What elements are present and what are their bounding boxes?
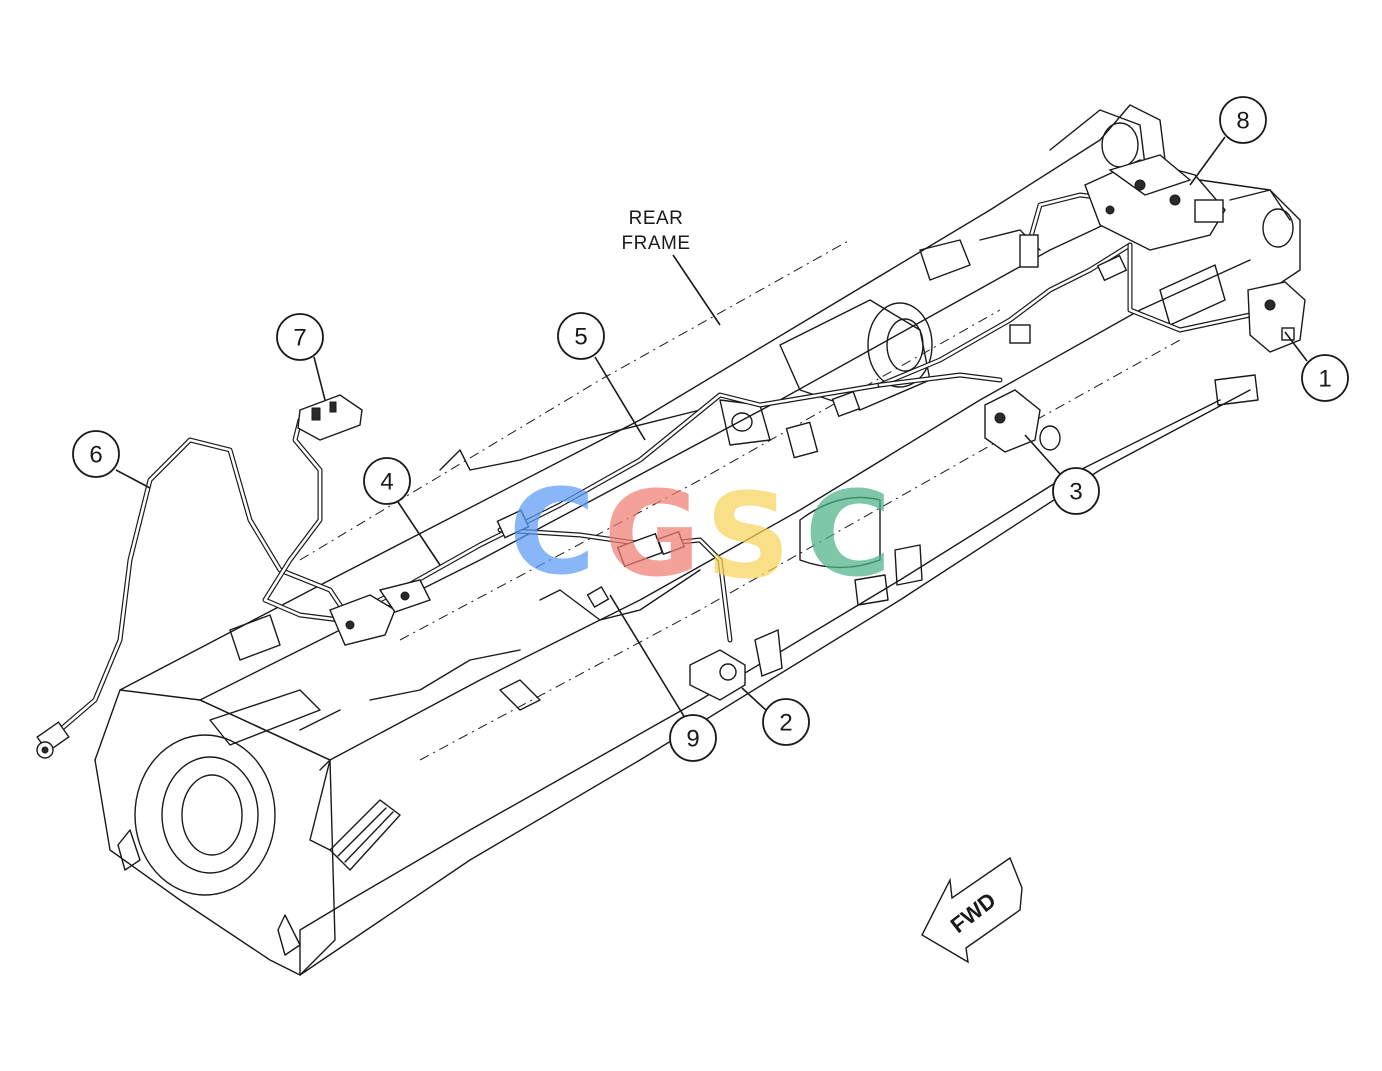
connector-6-end [36,721,70,759]
callout-8-label: 8 [1236,108,1249,135]
component-9 [586,585,610,609]
component-2 [689,628,783,701]
callout-4-label: 4 [380,469,393,496]
callout-7-label: 7 [293,325,306,352]
callout-5: 5 [557,312,605,360]
component-4-junction [329,579,431,646]
rear-frame-label-line2: FRAME [622,233,691,254]
rear-frame-label-line1: REAR [629,208,684,229]
fwd-arrow: FWD [921,856,1023,964]
component-7 [297,394,363,441]
watermark-letter-1: C [509,463,596,601]
callout-1: 1 [1301,354,1349,402]
callout-9: 9 [669,714,717,762]
callout-1-label: 1 [1318,366,1331,393]
callout-2-label: 2 [779,710,792,737]
callout-8: 8 [1219,96,1267,144]
callout-6-label: 6 [89,442,102,469]
harness-6 [57,417,353,733]
harness-clips [496,234,1128,568]
callout-2: 2 [762,698,810,746]
rear-frame-label: REAR FRAME [622,208,691,254]
watermark-letter-3: S [706,467,791,605]
component-8 [1084,154,1226,251]
watermark-letter-4: C [805,465,892,603]
callout-6: 6 [72,430,120,478]
watermark-letter-2: G [604,465,701,603]
callout-5-label: 5 [574,324,587,351]
components [36,154,1306,759]
callout-3: 3 [1052,467,1100,515]
component-3 [984,389,1061,453]
callout-7: 7 [276,313,324,361]
watermark-logo: C G S C [509,463,892,605]
callout-9-label: 9 [686,726,699,753]
callout-4: 4 [363,457,411,505]
component-1 [1247,281,1306,353]
callout-3-label: 3 [1069,479,1082,506]
leader-lines [115,136,1308,719]
rear-frame-outline [94,104,1301,976]
